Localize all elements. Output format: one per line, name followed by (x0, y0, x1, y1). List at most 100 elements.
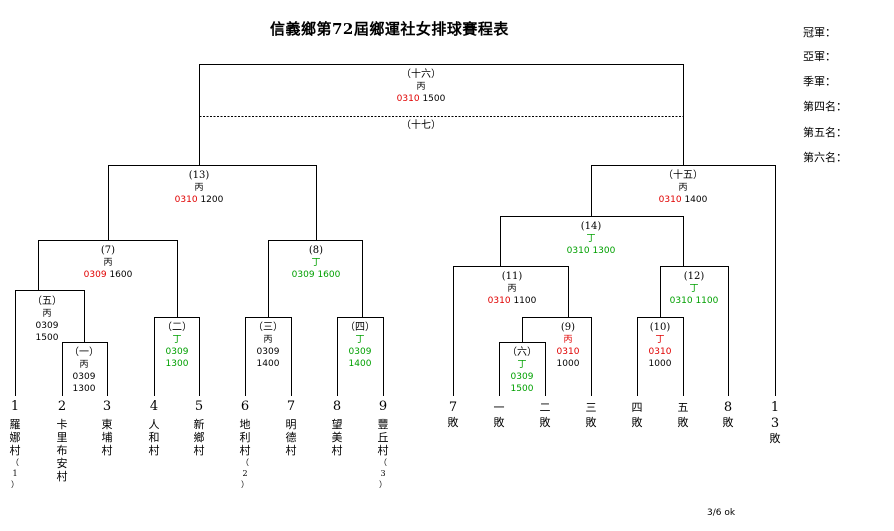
court-label: 丙 (194, 183, 204, 193)
court-label: 丙 (79, 360, 89, 370)
match12-line (660, 266, 729, 396)
loser-slot-5: 四敗 (627, 400, 647, 429)
match9-line (522, 317, 592, 396)
match-time: 1500 (510, 384, 534, 394)
match-number-label: （五） (32, 296, 62, 307)
place-label: 季軍： (803, 75, 836, 88)
court-label: 丙 (416, 82, 426, 92)
match-time: 1600 (317, 270, 341, 280)
team-name-char: 鄉 (193, 431, 205, 444)
match-date: 0310 (648, 347, 672, 357)
place-label: 第四名： (803, 100, 847, 113)
schedule-row: 0310 1100 (488, 295, 537, 307)
note-char: 3 (380, 469, 386, 478)
match-date: 0309 (510, 372, 534, 382)
team-name-char: 村 (148, 444, 160, 457)
note-char: （ (11, 458, 19, 467)
court-label: 丁 (355, 335, 365, 345)
match-time: 1600 (109, 270, 133, 280)
team-name-char: 利 (239, 431, 251, 444)
team-name-char: 望 (331, 418, 343, 431)
match-number-label: （三） (253, 322, 283, 333)
court-label: 丙 (263, 335, 273, 345)
match-time: 1200 (200, 195, 224, 205)
match-date: 0310 (174, 195, 198, 205)
match-8-info: (8) 丁 0309 1600 (292, 245, 341, 281)
team-name-char: 村 (101, 444, 113, 457)
match3-line (245, 317, 292, 396)
team-name-char: 明 (285, 418, 297, 431)
match11-line (453, 266, 569, 396)
loser-source: 一 (493, 401, 505, 414)
match-number-label: （二） (162, 322, 192, 333)
team-name-char: 村 (285, 444, 297, 457)
team-name-char: 豐 (377, 418, 389, 431)
match-date: 0310 (487, 296, 511, 306)
match-date: 0310 (669, 296, 693, 306)
schedule-row: 0310 1500 (397, 93, 446, 105)
team-name-char: 村 (193, 444, 205, 457)
match-date: 0309 (348, 347, 372, 357)
place-label: 第六名： (803, 151, 847, 164)
match5-line (15, 290, 85, 396)
match-time: 1300 (165, 359, 189, 369)
loser-slot-6: 五敗 (673, 400, 693, 429)
loser-word: 敗 (769, 432, 781, 445)
match-17-info: （十七） (401, 120, 441, 132)
note-char: （ (241, 458, 249, 467)
court-label: 丙 (678, 183, 688, 193)
note-char: ） (11, 480, 19, 489)
note-char: 2 (242, 469, 248, 478)
match-number-label: (11) (501, 271, 523, 282)
match15-line (591, 165, 776, 396)
court-label: 丙 (563, 335, 573, 345)
match-number-label: (9) (560, 322, 576, 333)
team-name-char: 埔 (101, 431, 113, 444)
team-seed-number: 8 (332, 399, 342, 414)
note-char: （ (379, 458, 387, 467)
place-label: 亞軍： (803, 50, 836, 63)
loser-word: 敗 (585, 416, 597, 429)
schedule-row: 0310 1400 (659, 194, 708, 206)
match-number-label: (8) (308, 245, 324, 256)
match-date: 0309 (165, 347, 189, 357)
loser-word: 敗 (631, 416, 643, 429)
match13-line (108, 165, 317, 241)
team-name-char: 安 (56, 457, 68, 470)
match6-line (499, 342, 546, 396)
team-name-char: 布 (56, 444, 68, 457)
loser-word: 敗 (493, 416, 505, 429)
loser-source-char: 1 (770, 400, 780, 415)
team-seed-number: 6 (240, 399, 250, 414)
team-seed-note: （3） (377, 457, 389, 490)
match-time: 1500 (422, 94, 446, 104)
place-label: 第五名： (803, 126, 847, 139)
match-number-label: (10) (649, 322, 671, 333)
team-name-char: 村 (9, 444, 21, 457)
team-name-char: 村 (377, 444, 389, 457)
court-label: 丁 (311, 258, 321, 268)
match-date: 0309 (291, 270, 315, 280)
loser-source: 8 (723, 400, 733, 415)
team-name-char: 德 (285, 431, 297, 444)
schedule-row: 0310 1200 (175, 194, 224, 206)
team-seed-number: 2 (57, 399, 67, 414)
match-time: 1100 (513, 296, 537, 306)
match-time: 1400 (684, 195, 708, 205)
team-name-char: 卡 (56, 418, 68, 431)
schedule-row: 0309 1600 (84, 269, 133, 281)
match-number-label: （一） (69, 347, 99, 358)
